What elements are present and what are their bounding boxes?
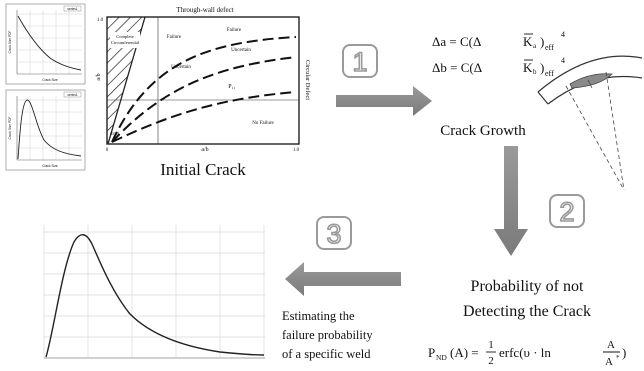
step-1-number: 1 bbox=[352, 47, 367, 77]
fad-failure-label-mid: Failure bbox=[227, 28, 242, 33]
equation-da-paren: ) bbox=[540, 34, 544, 49]
pnd-half-num: 1 bbox=[488, 339, 494, 351]
fad-pfi-label: P₁₁ bbox=[228, 84, 236, 90]
thumbnail-2-curve bbox=[17, 99, 82, 160]
pipe-weld-sketch bbox=[537, 55, 643, 191]
failure-assessment-diagram: Through-wall defect Complete Circumferen… bbox=[96, 6, 311, 153]
thumbnail-2-x-label: Crack Size bbox=[42, 164, 58, 168]
step-3-number: 3 bbox=[326, 219, 341, 249]
estimate-caption-line2: failure probability bbox=[282, 328, 373, 342]
thumbnail-1-legend-box bbox=[63, 5, 82, 12]
step-2-arrow bbox=[494, 146, 528, 256]
thumbnail-2-frame bbox=[5, 89, 86, 171]
step-1-badge: 1 bbox=[342, 44, 378, 78]
fad-curve-middle bbox=[111, 56, 297, 143]
crack-region bbox=[569, 73, 613, 89]
fad-right-title: Circular Defect bbox=[304, 60, 311, 100]
fad-complete-label-bg bbox=[110, 32, 140, 48]
pipe-radius-line-1 bbox=[565, 85, 625, 191]
thumbnail-1-legend: series1 bbox=[67, 7, 78, 11]
fad-curve-upper bbox=[111, 36, 297, 143]
thumbnail-1-y-label: Crack Size PDF bbox=[8, 31, 12, 54]
step-2-number: 2 bbox=[559, 197, 574, 227]
initial-crack-caption: Initial Crack bbox=[160, 160, 246, 179]
pnd-lhs: P bbox=[428, 345, 435, 360]
probability-caption-line2: Detecting the Crack bbox=[463, 303, 591, 320]
fad-uncertain-label-right: Uncertain bbox=[231, 48, 251, 53]
pnd-lhs-sub: ND bbox=[436, 353, 447, 362]
fad-complete-label-line2: Circumferential bbox=[111, 40, 140, 45]
pnd-frac-num: A bbox=[607, 339, 615, 351]
fad-x-max: 1.0 bbox=[293, 148, 300, 153]
pnd-erfc: erfc(υ · ln bbox=[499, 345, 551, 360]
failure-chart-grid bbox=[43, 225, 265, 358]
fad-complete-label-line1: Complete bbox=[116, 34, 134, 39]
step-1-arrow bbox=[336, 86, 432, 116]
crack-growth-equations: Δa = C(Δ K a ) eff 4 Δb = C(Δ K b ) eff … bbox=[432, 30, 565, 78]
equation-db-left: Δb = C(Δ bbox=[432, 60, 482, 75]
fad-top-title: Through-wall defect bbox=[176, 6, 233, 14]
fad-y-max: 1.0 bbox=[97, 18, 104, 23]
fad-failure-label-left: Failure bbox=[167, 35, 182, 40]
step-3-badge: 3 bbox=[316, 216, 352, 250]
failure-probability-chart bbox=[43, 225, 265, 359]
step-2-badge: 2 bbox=[549, 194, 585, 228]
pnd-close: ) bbox=[622, 345, 626, 360]
equation-db-k: K bbox=[523, 60, 533, 75]
equation-da-left: Δa = C(Δ bbox=[432, 34, 481, 49]
equation-db-eff: eff bbox=[545, 69, 554, 78]
thumbnail-1-x-label: Crack Size bbox=[42, 78, 58, 82]
thumbnail-1-grid bbox=[17, 10, 82, 74]
equation-da-eff: eff bbox=[545, 43, 554, 52]
probability-caption-line1: Probability of not bbox=[471, 278, 584, 295]
equation-db-sub: b bbox=[533, 68, 537, 76]
fad-y-axis-label: a/b bbox=[96, 73, 102, 80]
estimate-caption-line1: Estimating the bbox=[282, 309, 355, 323]
pnd-half-den: 2 bbox=[488, 355, 494, 367]
thumbnail-2-y-label: Crack Size PDF bbox=[8, 117, 12, 140]
pnd-lhs-arg: (A) = bbox=[450, 345, 479, 360]
equation-db-paren: ) bbox=[540, 60, 544, 75]
equation-da-k: K bbox=[523, 34, 533, 49]
pipe-outer-arc bbox=[537, 55, 643, 93]
fad-curve-lower bbox=[111, 91, 297, 143]
crack-size-pdf-thumbnail-2: series1 Crack Size Crack Size PDF bbox=[5, 89, 86, 171]
fad-x-zero: 0 bbox=[106, 148, 109, 153]
failure-chart-curve bbox=[45, 234, 265, 358]
thumbnail-1-curve bbox=[17, 15, 82, 71]
pnd-frac-den: A bbox=[605, 356, 613, 368]
crack-size-pdf-thumbnail-1: series1 Crack Size Crack Size PDF bbox=[5, 3, 86, 85]
pnd-frac-star: * bbox=[616, 354, 620, 362]
fad-m-label: m=1 bbox=[110, 132, 120, 137]
thumbnail-2-legend-box bbox=[63, 91, 82, 98]
thumbnail-1-frame bbox=[5, 3, 86, 85]
pipe-radius-line-2 bbox=[605, 71, 625, 191]
equation-da-exp: 4 bbox=[561, 30, 565, 39]
fad-no-failure-label: No Failure bbox=[252, 121, 274, 126]
thumbnail-2-legend: series1 bbox=[67, 93, 78, 97]
fad-uncertain-label-left: Uncertain bbox=[171, 65, 191, 70]
fad-x-axis-label: a/b bbox=[201, 147, 208, 153]
step-3-arrow bbox=[285, 262, 401, 296]
equation-da-sub: a bbox=[533, 42, 537, 50]
pnd-formula: P ND (A) = 1 2 erfc(υ · ln A A * ) bbox=[428, 339, 626, 368]
crack-growth-caption: Crack Growth bbox=[440, 123, 526, 139]
equation-db-exp: 4 bbox=[561, 56, 565, 65]
estimate-caption-line3: of a specific weld bbox=[282, 347, 371, 361]
